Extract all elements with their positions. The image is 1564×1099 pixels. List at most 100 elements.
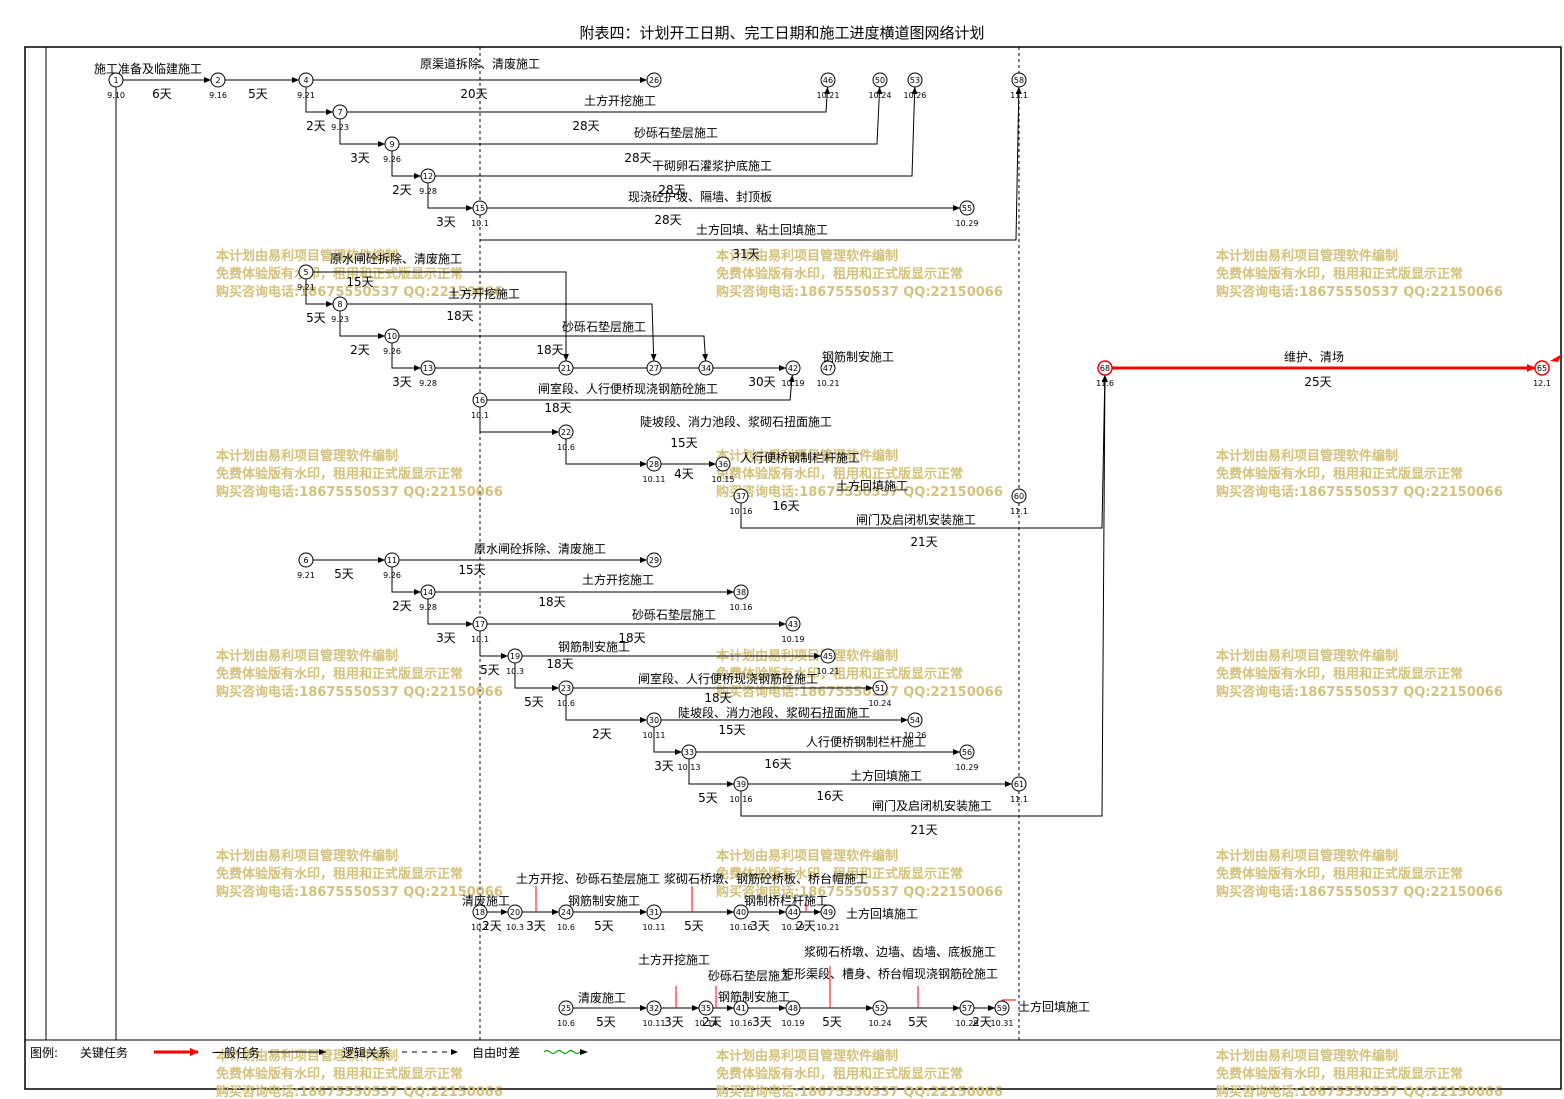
node-date: 9.23 (331, 123, 349, 132)
task-name-13: 土方开挖施工 (448, 286, 520, 301)
node-date: 10.16 (730, 795, 753, 804)
node-id: 15 (475, 204, 485, 213)
node-id: 23 (561, 684, 571, 693)
node-circle (332, 104, 348, 120)
task-duration-54: 3天 (392, 375, 412, 389)
task-name-32: 土方开挖、砂砾石垫层施工 (516, 871, 660, 886)
task-name-18: 人行便桥钢制栏杆施工 (740, 450, 860, 465)
node-id: 65 (1537, 364, 1547, 373)
node-id: 21 (561, 364, 571, 373)
task-duration-35: 3天 (750, 919, 770, 933)
task-duration-25: 18天 (546, 657, 573, 671)
legend: 图例: 关键任务 一般任务 逻辑关系 自由时差 (30, 1045, 588, 1060)
watermark-text: 购买咨询电话:18675550537 QQ:22150066 (216, 684, 503, 700)
node-date: 10.24 (869, 699, 892, 708)
node-date: 10.19 (782, 635, 805, 644)
task-arrow-45 (391, 560, 421, 595)
node-date: 11.1 (1010, 507, 1028, 516)
node-id: 68 (1100, 364, 1110, 373)
node-circle (420, 360, 436, 376)
task-name-4: 砂砾石垫层施工 (634, 125, 718, 140)
node-id: 60 (1014, 492, 1024, 501)
node-date: 10.24 (869, 91, 892, 100)
task-duration-43: 2天 (972, 1015, 992, 1029)
node-id: 22 (561, 428, 571, 437)
node-2: 29.16 (209, 72, 227, 100)
watermark-text: 本计划由易利项目管理软件编制 (1216, 648, 1398, 664)
node-date: 10.1 (471, 923, 489, 932)
edges-layer (123, 77, 1536, 1011)
task-name-3: 土方开挖施工 (584, 93, 656, 108)
task-duration-40: 3天 (752, 1015, 772, 1029)
task-arrow-48 (514, 656, 559, 691)
task-duration-27: 15天 (718, 723, 745, 737)
node-id: 2 (215, 76, 220, 85)
node-id: 7 (337, 108, 342, 117)
task-name-28: 人行便桥钢制栏杆施工 (806, 734, 926, 749)
task-duration-22: 15天 (458, 563, 485, 577)
node-date: 10.16 (730, 1019, 753, 1028)
node-21: 21 (558, 360, 574, 376)
task-duration-44: 5天 (334, 567, 354, 581)
node-circle (298, 72, 314, 88)
node-date: 10.11 (643, 731, 666, 740)
task-name-21: 维护、清场 (1284, 350, 1344, 364)
node-circle (698, 360, 714, 376)
node-id: 30 (649, 716, 659, 725)
task-duration-7: 31天 (732, 247, 759, 261)
task-arrow-13 (347, 303, 657, 362)
node-circle (698, 1000, 714, 1016)
task-arrow-47 (479, 624, 508, 659)
task-duration-51: 5天 (698, 791, 718, 805)
watermark-text: 免费体验版有水印，租用和正式版显示正常 (1216, 866, 1463, 882)
watermark-text: 免费体验版有水印，租用和正式版显示正常 (1216, 266, 1463, 282)
node-circle (646, 456, 662, 472)
task-duration-48: 5天 (524, 695, 544, 709)
node-date: 10.16 (730, 507, 753, 516)
task-arrow-9 (339, 112, 385, 147)
node-circle (820, 648, 836, 664)
node-circle (872, 72, 888, 88)
node-circle (820, 904, 836, 920)
watermark-text: 购买咨询电话:18675550537 QQ:22150066 (1216, 1084, 1503, 1099)
node-circle (872, 680, 888, 696)
task-duration-42: 5天 (908, 1015, 928, 1029)
node-id: 1 (113, 76, 118, 85)
node-date: 9.28 (419, 187, 437, 196)
node-circle (733, 776, 749, 792)
task-arrow-20 (740, 374, 1108, 529)
watermark-text: 购买咨询电话:18675550537 QQ:22150066 (1216, 884, 1503, 900)
node-circle (420, 584, 436, 600)
task-duration-23: 18天 (538, 595, 565, 609)
node-circle (507, 904, 523, 920)
node-date: 9.21 (297, 571, 315, 580)
node-circle (715, 456, 731, 472)
node-date: 10.3 (506, 923, 524, 932)
task-duration-33: 5天 (594, 919, 614, 933)
node-id: 43 (788, 620, 798, 629)
node-circle (785, 616, 801, 632)
node-circle (785, 1000, 801, 1016)
watermark-text: 本计划由易利项目管理软件编制 (716, 848, 898, 864)
node-date: 9.26 (383, 155, 401, 164)
task-duration-36: 2天 (796, 919, 816, 933)
task-arrow-14 (399, 335, 709, 362)
task-duration-37: 5天 (596, 1015, 616, 1029)
watermark-text: 本计划由易利项目管理软件编制 (716, 248, 898, 264)
node-26: 26 (646, 72, 662, 88)
task-name-17: 陡坡段、消力池段、浆砌石扭面施工 (640, 414, 832, 429)
node-id: 38 (736, 588, 746, 597)
node-date: 11.1 (1010, 795, 1028, 804)
watermark-text: 本计划由易利项目管理软件编制 (216, 848, 398, 864)
task-name-16: 闸室段、人行便桥现浇钢筋砼施工 (538, 381, 718, 396)
